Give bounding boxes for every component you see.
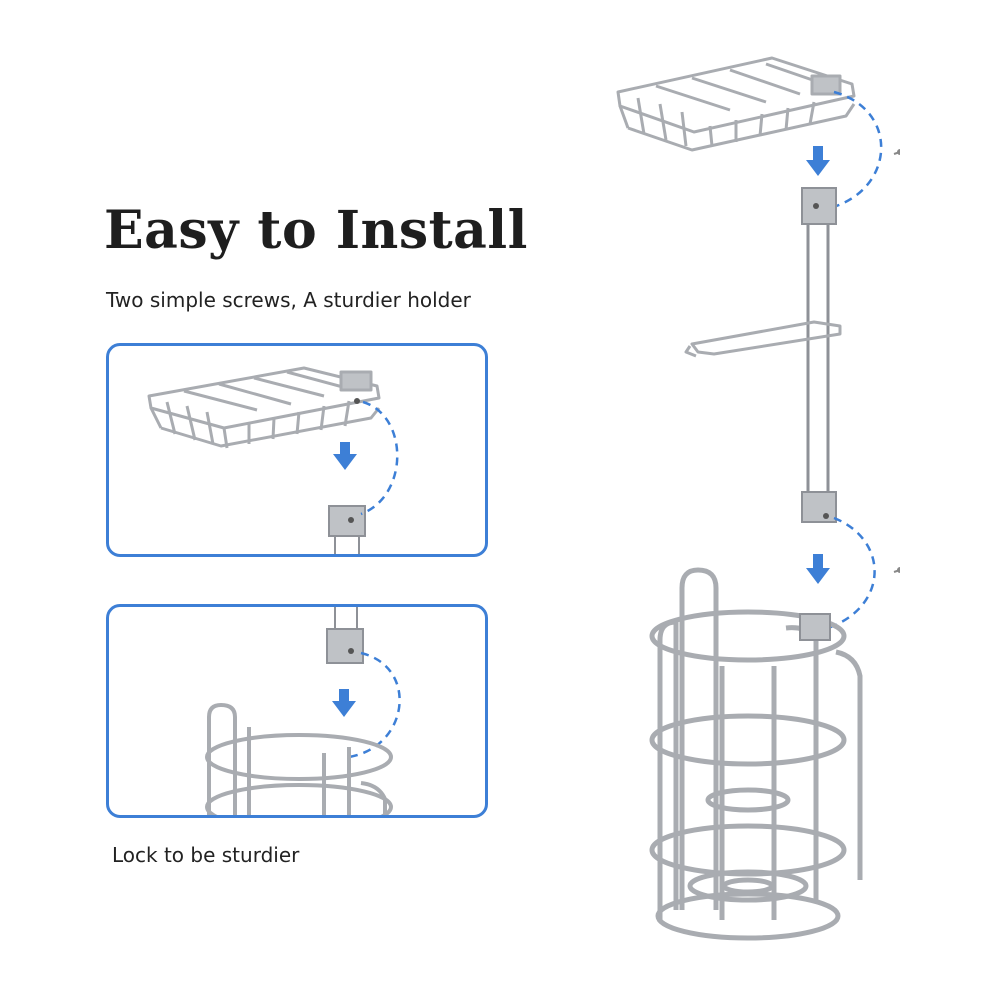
base-detail-illustration (205, 607, 401, 815)
screw-icon (893, 149, 900, 155)
arrow-down-icon (806, 554, 830, 584)
product-exploded-view (616, 56, 900, 941)
arrow-down-icon (333, 442, 357, 470)
caption: Lock to be sturdier (112, 843, 300, 867)
arrow-down-icon (806, 146, 830, 176)
screw-icon (893, 567, 900, 573)
subtitle: Two simple screws, A sturdier holder (106, 288, 471, 312)
top-basket (616, 56, 856, 152)
detail-panel-base (106, 604, 488, 818)
page-title: Easy to Install (104, 200, 528, 261)
toilet-paper-arm (684, 320, 842, 358)
basket-detail-illustration (147, 366, 399, 554)
detail-panel-basket (106, 343, 488, 557)
arrow-down-icon (332, 689, 356, 717)
upright-bracket (801, 187, 837, 523)
